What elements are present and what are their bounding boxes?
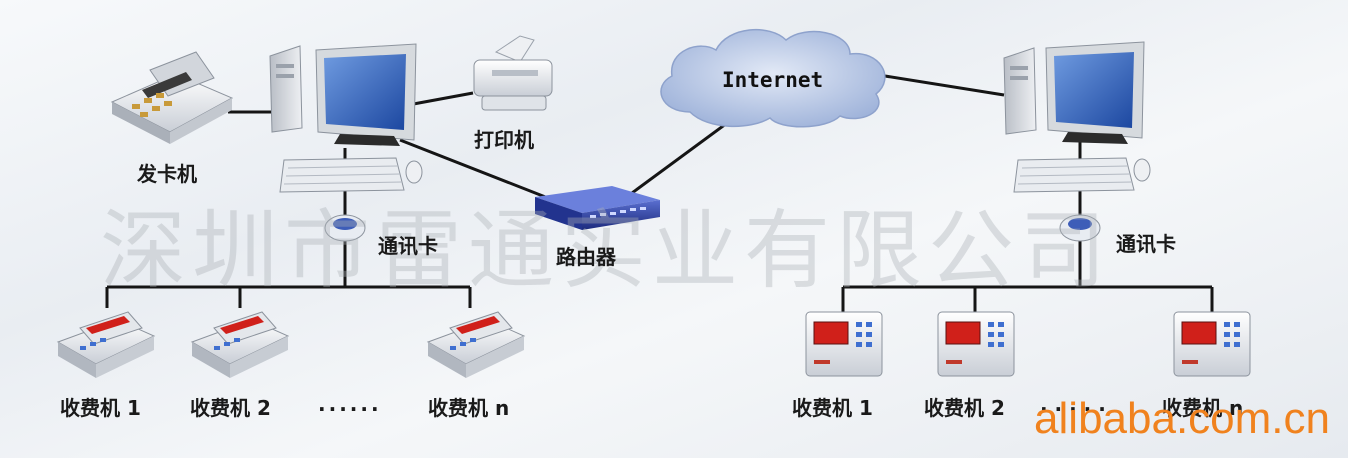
left-terminal-2-icon (192, 312, 288, 378)
right-comm-card-label: 通讯卡 (1116, 228, 1176, 257)
printer-icon (474, 36, 552, 110)
line-internet-to-right-pc (885, 76, 1004, 95)
left-terminal-2-label: 收费机 2 (190, 392, 271, 421)
internet-label: Internet (722, 68, 823, 92)
left-computer-icon (270, 44, 422, 192)
left-terminal-1-label: 收费机 1 (60, 392, 141, 421)
printer-label: 打印机 (474, 124, 534, 153)
alibaba-watermark: alibaba.com.cn (1034, 394, 1330, 444)
router-label: 路由器 (556, 241, 616, 270)
card-issuer-label: 发卡机 (137, 158, 197, 187)
left-comm-card-label: 通讯卡 (378, 230, 438, 259)
left-terminal-n-label: 收费机 n (428, 392, 509, 421)
left-terminal-1-icon (58, 312, 154, 378)
left-terminal-n-icon (428, 312, 524, 378)
right-terminal-2-icon (938, 312, 1014, 376)
card-issuer-icon (112, 52, 232, 144)
right-terminal-1-icon (806, 312, 882, 376)
right-computer-icon (1004, 42, 1150, 192)
line-pc-to-printer (408, 93, 473, 105)
right-terminal-2-label: 收费机 2 (924, 392, 1005, 421)
right-terminal-1-label: 收费机 1 (792, 392, 873, 421)
right-terminal-n-icon (1174, 312, 1250, 376)
left-ellipsis: ...... (318, 392, 382, 416)
